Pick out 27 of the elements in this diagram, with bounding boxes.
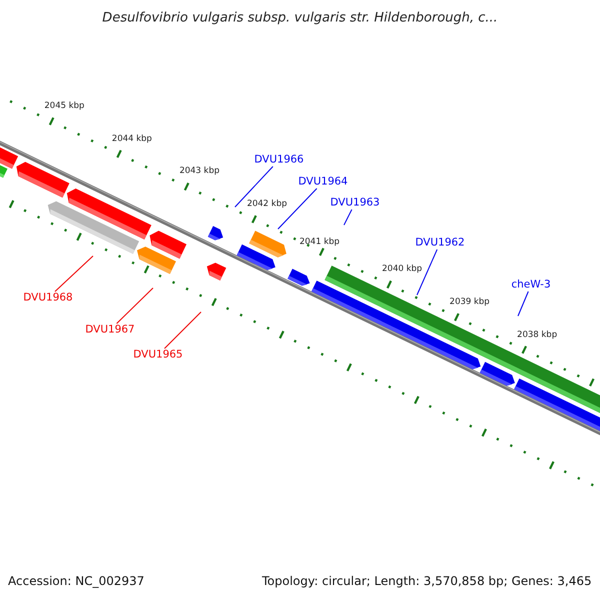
leader-line <box>164 312 202 349</box>
accession-text: Accession: NC_002937 <box>8 574 144 588</box>
gene-label: DVU1964 <box>298 176 348 188</box>
leader-line <box>344 209 352 226</box>
gene-label: DVU1963 <box>330 196 380 210</box>
gene-label: DVU1967 <box>85 324 135 336</box>
leader-line <box>234 166 274 208</box>
leader-line <box>116 288 154 324</box>
scale-label: 2043 kbp <box>179 166 220 176</box>
gene-label: cheW-3 <box>511 278 551 292</box>
leader-line <box>416 249 438 296</box>
leader-line <box>278 188 318 230</box>
scale-label: 2040 kbp <box>382 264 422 274</box>
gene-label: DVU1968 <box>23 292 73 304</box>
scale-label: 2042 kbp <box>246 199 288 209</box>
gene-label: DVU1965 <box>133 348 183 362</box>
scale-label: 2045 kbp <box>44 101 84 112</box>
scale-label: 2039 kbp <box>450 296 490 307</box>
leader-line <box>54 256 94 292</box>
scale-label: 2044 kbp <box>112 134 152 144</box>
gene-label: DVU1962 <box>415 236 465 250</box>
leader-line <box>518 291 529 316</box>
title-text: Desulfovibrio vulgaris subsp. vulgaris str. Hildenborough, c... <box>102 10 498 26</box>
scale-label: 2041 kbp <box>299 236 340 247</box>
genome-summary-text: Topology: circular; Length: 3,570,858 bp; Genes: 3,465 <box>262 574 592 588</box>
scale-label: 2038 kbp <box>517 330 558 340</box>
gene-label: DVU1966 <box>254 154 304 166</box>
